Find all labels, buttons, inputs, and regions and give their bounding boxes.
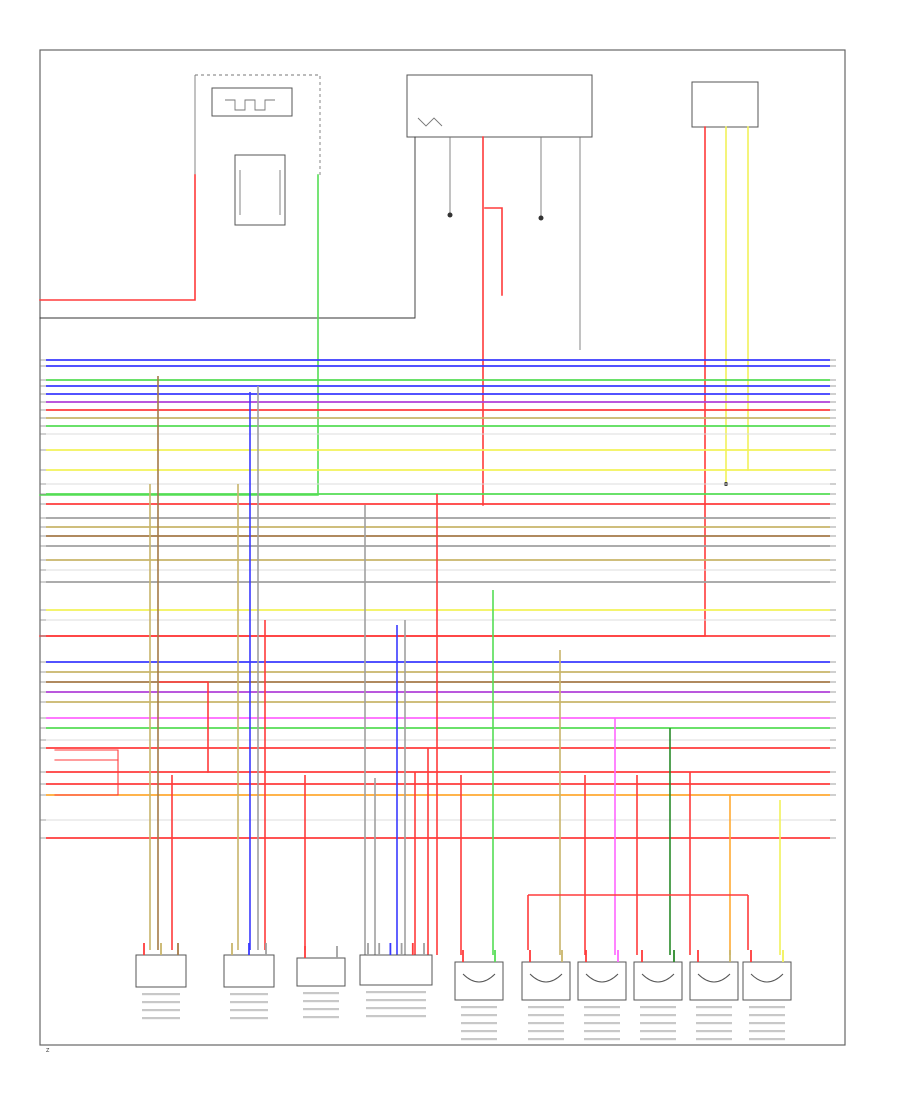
- component-caption-line: [366, 1015, 426, 1018]
- component-body: [359, 954, 433, 986]
- component-body: [577, 961, 627, 1001]
- component-j: [742, 950, 792, 1041]
- component-caption-line: [528, 1038, 564, 1041]
- relay-component: [194, 74, 321, 226]
- component-caption-line: [749, 1022, 785, 1025]
- component-caption-line: [696, 1006, 732, 1009]
- component-h: [633, 950, 683, 1041]
- component-body: [742, 961, 792, 1001]
- sensor-element: [641, 973, 675, 983]
- component-caption-line: [230, 1017, 268, 1020]
- sensor-element: [529, 973, 563, 983]
- component-d: [359, 943, 433, 1018]
- component-caption-line: [303, 1008, 339, 1011]
- sensor-element: [697, 973, 731, 983]
- diagram-frame: [39, 49, 846, 1046]
- component-e: [454, 950, 504, 1041]
- component-g: [577, 950, 627, 1041]
- component-caption-line: [696, 1014, 732, 1017]
- component-caption-line: [584, 1006, 620, 1009]
- component-caption-line: [461, 1038, 497, 1041]
- component-caption-line: [142, 1017, 180, 1020]
- component-a: [135, 943, 187, 1020]
- component-caption-line: [584, 1030, 620, 1033]
- component-caption-line: [366, 991, 426, 994]
- control-module-top-center: [406, 74, 593, 350]
- component-caption-line: [142, 1001, 180, 1004]
- component-caption-line: [584, 1014, 620, 1017]
- vertical-drops: [149, 376, 781, 955]
- component-caption-line: [303, 1000, 339, 1003]
- component-body: [689, 961, 739, 1001]
- component-caption-line: [230, 1009, 268, 1012]
- component-caption-line: [461, 1030, 497, 1033]
- component-caption-line: [528, 1030, 564, 1033]
- component-caption-line: [230, 993, 268, 996]
- component-caption-line: [749, 1030, 785, 1033]
- component-caption-line: [366, 1007, 426, 1010]
- component-caption-line: [528, 1006, 564, 1009]
- sensor-element: [750, 973, 784, 983]
- component-c: [296, 946, 346, 1019]
- component-f: [521, 950, 571, 1041]
- component-caption-line: [749, 1038, 785, 1041]
- component-body: [521, 961, 571, 1001]
- component-caption-line: [230, 1001, 268, 1004]
- control-module-top-right: [691, 81, 759, 128]
- left-connector-group: [54, 681, 209, 796]
- component-caption-line: [461, 1022, 497, 1025]
- component-caption-line: [749, 1006, 785, 1009]
- component-caption-line: [303, 992, 339, 995]
- footer-code: Z: [46, 1048, 50, 1054]
- component-caption-line: [749, 1014, 785, 1017]
- component-caption-line: [696, 1038, 732, 1041]
- bottom-components: [135, 943, 792, 1041]
- component-caption-line: [528, 1022, 564, 1025]
- component-caption-line: [461, 1006, 497, 1009]
- component-caption-line: [584, 1022, 620, 1025]
- component-caption-line: [640, 1022, 676, 1025]
- component-caption-line: [696, 1022, 732, 1025]
- component-caption-line: [696, 1030, 732, 1033]
- component-b: [223, 943, 275, 1020]
- component-body: [633, 961, 683, 1001]
- component-caption-line: [528, 1014, 564, 1017]
- component-caption-line: [640, 1038, 676, 1041]
- sensor-power-bus: [527, 894, 749, 950]
- component-caption-line: [584, 1038, 620, 1041]
- component-caption-line: [640, 1014, 676, 1017]
- component-body: [454, 961, 504, 1001]
- component-i: [689, 950, 739, 1041]
- component-caption-line: [366, 999, 426, 1002]
- component-caption-line: [142, 1009, 180, 1012]
- horizontal-bus: [40, 359, 836, 839]
- sensor-element: [585, 973, 619, 983]
- component-body: [296, 957, 346, 987]
- component-caption-line: [640, 1030, 676, 1033]
- component-caption-line: [640, 1006, 676, 1009]
- component-body: [135, 954, 187, 988]
- component-body: [223, 954, 275, 988]
- component-caption-line: [303, 1016, 339, 1019]
- component-caption-line: [142, 993, 180, 996]
- component-caption-line: [461, 1014, 497, 1017]
- sensor-element: [462, 973, 496, 983]
